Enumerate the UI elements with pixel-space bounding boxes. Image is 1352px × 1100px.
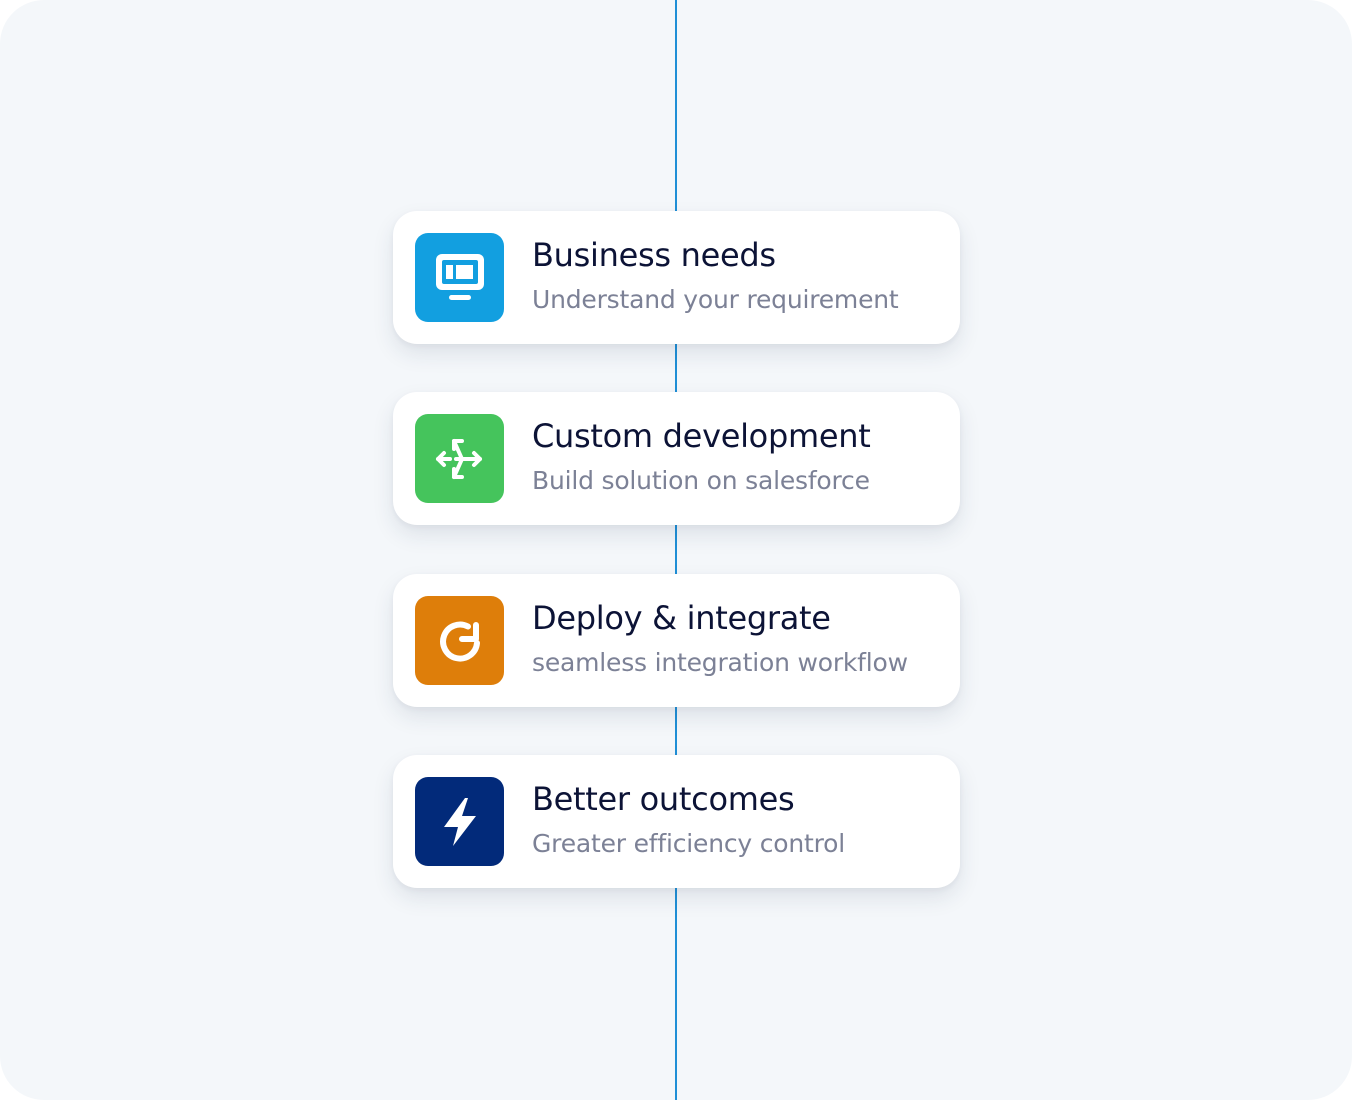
step-title: Deploy & integrate — [532, 599, 831, 637]
monitor-icon — [435, 253, 484, 300]
step-card-custom-development: Custom development Build solution on sal… — [393, 392, 960, 525]
step-card-deploy-integrate: Deploy & integrate seamless integration … — [393, 574, 960, 707]
step-subtitle: Greater efficiency control — [532, 829, 846, 858]
icon-tile — [415, 596, 504, 685]
refresh-icon — [439, 621, 480, 661]
step-title: Custom development — [532, 417, 871, 455]
lightning-bolt-icon — [443, 797, 476, 846]
icon-tile — [415, 414, 504, 503]
step-card-business-needs: Business needs Understand your requireme… — [393, 211, 960, 344]
icon-tile — [415, 777, 504, 866]
step-title: Better outcomes — [532, 780, 795, 818]
step-subtitle: Build solution on salesforce — [532, 466, 870, 495]
icon-tile — [415, 233, 504, 322]
step-card-better-outcomes: Better outcomes Greater efficiency contr… — [393, 755, 960, 888]
split-arrows-icon — [435, 438, 482, 479]
timeline-line — [675, 0, 677, 1100]
step-subtitle: Understand your requirement — [532, 285, 899, 314]
step-subtitle: seamless integration workflow — [532, 648, 908, 677]
step-title: Business needs — [532, 236, 776, 274]
